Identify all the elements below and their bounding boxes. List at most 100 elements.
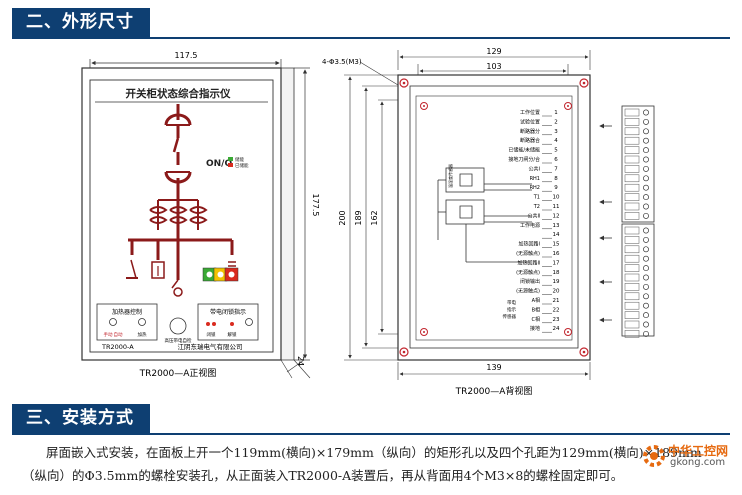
heater-sub-4: 加热 — [138, 331, 147, 338]
panel-title: 开关柜状态综合指示仪 — [126, 87, 231, 100]
strip-slot — [624, 174, 640, 183]
screw-terminal — [643, 255, 649, 262]
screw-terminal — [643, 156, 649, 163]
gear-icon — [643, 445, 665, 467]
back-dim-left-outer: 200 — [338, 210, 347, 225]
strip-slot — [624, 283, 640, 291]
terminal-number: 11 — [553, 204, 560, 210]
terminal-label: 断路器合 — [520, 137, 540, 144]
terminal-label: A相 — [532, 297, 540, 304]
back-dim-bottom: 139 — [486, 363, 501, 372]
screw-terminal — [643, 321, 649, 328]
terminal-number: 20 — [553, 289, 560, 295]
terminal-number: 24 — [553, 326, 560, 332]
terminal-number: 17 — [553, 260, 560, 266]
sensor-group-label: 指示 — [507, 306, 516, 313]
heater-sub-1: 手动 — [104, 331, 113, 338]
terminal-label: (无源触点) — [516, 288, 540, 295]
heater-control-group — [96, 303, 158, 341]
install-paragraph-2: （纵向）的Φ3.5mm的螺栓安装孔，从正面装入TR2000-A装置后，再从背面用… — [22, 468, 624, 483]
strip-slot — [624, 330, 640, 338]
connector-strips — [599, 105, 655, 338]
strip-slot — [624, 311, 640, 319]
screw-terminal — [643, 128, 649, 135]
terminal-number: 4 — [554, 138, 558, 144]
back-dim-top-outer: 129 — [486, 47, 501, 56]
terminal-number: 12 — [553, 213, 560, 219]
screw-terminal — [643, 236, 649, 243]
terminal-label: 试验位置 — [520, 118, 540, 125]
terminal-label: 接地刀闸分/合 — [508, 156, 540, 163]
terminal-label: 接地 — [530, 325, 540, 332]
strip-slot — [624, 108, 640, 117]
front-model-label: TR2000-A — [101, 343, 134, 351]
section-title-outline: 二、外形尺寸 — [12, 8, 150, 37]
strip-slot — [624, 254, 640, 263]
screw-terminal — [643, 165, 649, 172]
single-line-diagram — [128, 104, 234, 280]
sensor-group-label: 带电 — [507, 299, 516, 306]
front-dim-depth: 24 — [296, 356, 305, 366]
watermark-title: 中华工控网 — [668, 444, 729, 458]
back-caption: TR2000—A背视图 — [455, 385, 533, 397]
strip-slot — [624, 193, 640, 201]
terminal-label: 工作位置 — [520, 109, 540, 116]
back-dim-left-mid: 189 — [354, 210, 363, 225]
screw-terminal — [643, 175, 649, 182]
hole-spec: 4-Φ3.5(M3) — [322, 58, 362, 66]
heater-control-label: 加热器控制 — [112, 308, 142, 316]
strip-slot — [624, 118, 640, 126]
screw-terminal — [643, 147, 649, 154]
strip-slot — [624, 320, 640, 329]
screw-terminal — [643, 203, 649, 210]
front-dim-height: 177.5 — [311, 194, 320, 217]
terminal-number: 19 — [553, 279, 560, 285]
watermark: 中华工控网 gkong.com — [640, 442, 742, 472]
screw-terminal — [643, 283, 649, 290]
screw-terminal — [643, 274, 649, 281]
terminal-number: 18 — [553, 270, 560, 276]
front-company: 江阴东瑞电气有限公司 — [178, 342, 243, 351]
heater-auto-indicator — [138, 318, 146, 326]
strip-slot — [624, 146, 640, 154]
install-paragraph-1: 屏面嵌入式安装，在面板上开一个119mm(横向)×179mm（纵向）的矩形孔以及… — [46, 445, 702, 460]
section-title-install: 三、安装方式 — [12, 404, 150, 433]
screw-terminal — [643, 293, 649, 300]
section-rule — [12, 433, 730, 435]
screw-terminal — [643, 212, 649, 219]
terminal-label: C相 — [532, 316, 541, 323]
front-dim-width: 117.5 — [175, 51, 198, 60]
front-view: 117.5 177.5 24 开关柜状态综合指示仪 — [81, 51, 320, 379]
terminal-label: 公共Ⅰ — [529, 165, 540, 172]
strip-slot — [624, 202, 640, 211]
terminal-label: 公共Ⅱ — [528, 212, 540, 219]
legend-1: 储能 — [235, 156, 244, 163]
strip-slot — [624, 226, 640, 235]
terminal-number: 9 — [554, 185, 558, 191]
terminal-label: (无源触点) — [516, 269, 540, 276]
screw-terminal — [643, 137, 649, 144]
screw-terminal — [643, 330, 649, 337]
terminal-number: 16 — [553, 251, 560, 257]
strip-slot — [624, 212, 640, 220]
screw-terminal — [643, 265, 649, 272]
watermark-url: gkong.com — [670, 457, 726, 468]
lock-indicator-label: 带电闭锁指示 — [210, 308, 246, 316]
terminal-label: 加热回路Ⅱ — [518, 259, 540, 266]
strip-slot — [624, 165, 640, 173]
terminal-number: 7 — [554, 166, 558, 172]
terminal-label: 已储能/未储能 — [508, 147, 540, 154]
section-rule — [12, 37, 730, 39]
back-dim-top-inner: 103 — [486, 62, 501, 71]
strip-slot — [624, 264, 640, 272]
legend-2: 已储能 — [235, 162, 249, 169]
hv-selftest-button[interactable] — [169, 317, 187, 335]
relay-label: 温湿度传感器 — [447, 164, 453, 188]
back-dim-left-inner: 162 — [370, 210, 379, 225]
sensor-group-label: 传感器 — [503, 313, 517, 320]
terminal-label: 断路器分 — [520, 128, 540, 135]
screw-terminal — [643, 109, 649, 116]
dimension-drawing: 117.5 177.5 24 开关柜状态综合指示仪 — [81, 47, 655, 397]
lock-sub-1: 闭锁 — [207, 331, 216, 338]
